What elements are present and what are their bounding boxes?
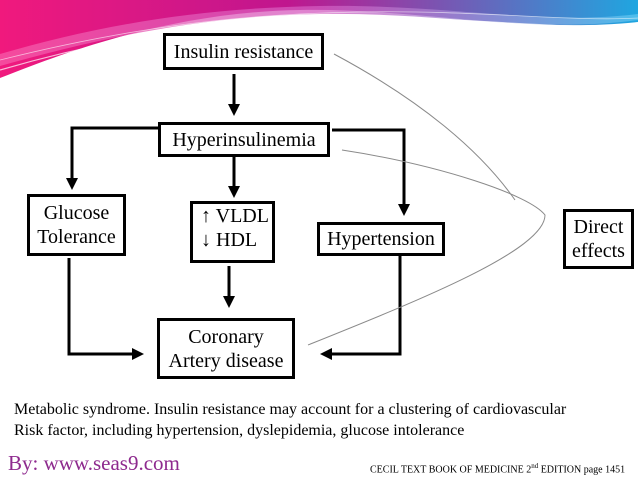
- decorative-wave-banner: [0, 0, 638, 78]
- direct-effects-line-1: Direct: [573, 216, 624, 238]
- vldl-line: ↑ VLDL: [201, 205, 269, 227]
- box-glucose-tolerance: Glucose Tolerance: [27, 194, 126, 256]
- arrow-hypertension-to-coronary: [330, 254, 402, 356]
- arrow-glucose-to-coronary: [67, 258, 134, 356]
- arrow-to-hypertension: [332, 128, 406, 206]
- direct-effects-line-2: effects: [572, 240, 625, 262]
- insulin-resistance-label: Insulin resistance: [173, 40, 314, 63]
- box-lipids: ↑ VLDL ↓ HDL: [190, 201, 275, 263]
- box-hypertension: Hypertension: [317, 222, 445, 256]
- hyperinsulinemia-label: Hyperinsulinemia: [172, 128, 316, 151]
- reference-citation: CECIL TEXT BOOK OF MEDICINE 2nd EDITION …: [370, 462, 625, 475]
- curve-resistance-to-direct: [333, 53, 516, 201]
- box-direct-effects: Direct effects: [563, 209, 634, 269]
- reference-text: CECIL TEXT BOOK OF MEDICINE 2: [370, 464, 532, 476]
- caption-line-2: Risk factor, including hypertension, dys…: [14, 422, 465, 439]
- box-hyperinsulinemia: Hyperinsulinemia: [158, 122, 330, 157]
- caption-line-1: Metabolic syndrome. Insulin resistance m…: [14, 401, 567, 418]
- box-coronary-artery-disease: Coronary Artery disease: [157, 318, 295, 379]
- curve-direct-effects-to-coronary: [307, 149, 546, 346]
- arrow-to-glucose-tolerance: [70, 126, 160, 180]
- hdl-line: ↓ HDL: [201, 229, 258, 251]
- reference-tail: EDITION page 1451: [538, 464, 626, 476]
- coronary-line-1: Coronary: [188, 325, 264, 348]
- diagram-caption: Metabolic syndrome. Insulin resistance m…: [14, 399, 634, 441]
- box-insulin-resistance: Insulin resistance: [163, 33, 324, 70]
- hypertension-label: Hypertension: [327, 228, 435, 250]
- byline-link[interactable]: By: www.seas9.com: [8, 451, 180, 475]
- glucose-tolerance-line-1: Glucose: [43, 202, 110, 224]
- coronary-line-2: Artery disease: [168, 349, 284, 372]
- reference-superscript: nd: [531, 462, 539, 470]
- glucose-tolerance-line-2: Tolerance: [37, 226, 116, 248]
